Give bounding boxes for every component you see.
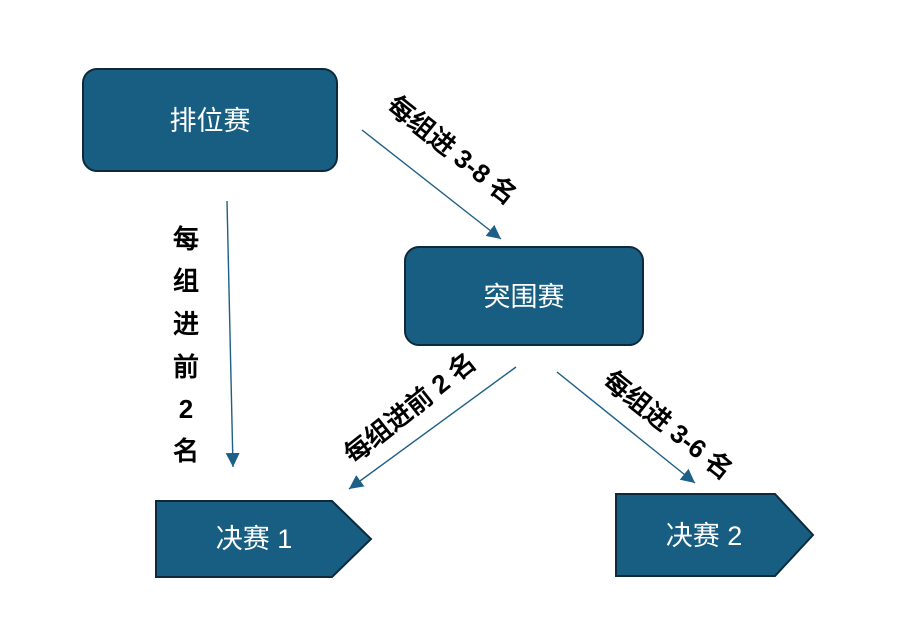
edge-label-char: 名 — [173, 436, 199, 466]
node-final-1-label: 决赛 1 — [216, 524, 293, 554]
edge-label-ranking-to-breakout: 每组进 3-8 名 — [382, 90, 523, 211]
edge-label-char: 前 — [173, 352, 199, 382]
edge-arrow-breakout-to-final-2 — [556, 371, 696, 484]
edge-arrow-ranking-to-breakout — [361, 129, 502, 240]
edge-arrow-ranking-to-final-1 — [225, 200, 240, 468]
node-breakout-round-shape — [404, 246, 644, 346]
node-ranking-round: 排位赛 — [82, 68, 338, 172]
node-final-1: 决赛 1 — [155, 500, 373, 578]
node-final-2-label: 决赛 2 — [666, 521, 743, 551]
edge-arrow-breakout-to-final-1 — [348, 366, 517, 490]
node-final-1-shape — [155, 500, 373, 578]
node-final-2-shape — [615, 493, 815, 577]
node-final-2: 决赛 2 — [615, 493, 815, 577]
edge-label-char: 进 — [173, 309, 199, 339]
edge-label-char: 组 — [173, 266, 199, 296]
node-ranking-round-label: 排位赛 — [170, 106, 251, 136]
edge-label-ranking-to-final-1: 每 组 进 前 2 名 — [173, 224, 199, 466]
node-ranking-round-shape — [82, 68, 338, 172]
edge-label-char: 每 — [173, 224, 199, 254]
node-breakout-round: 突围赛 — [404, 246, 644, 346]
edge-label-breakout-to-final-2: 每组进 3-6 名 — [598, 365, 739, 486]
edge-label-char: 2 — [179, 394, 193, 424]
node-breakout-round-label: 突围赛 — [484, 282, 565, 312]
